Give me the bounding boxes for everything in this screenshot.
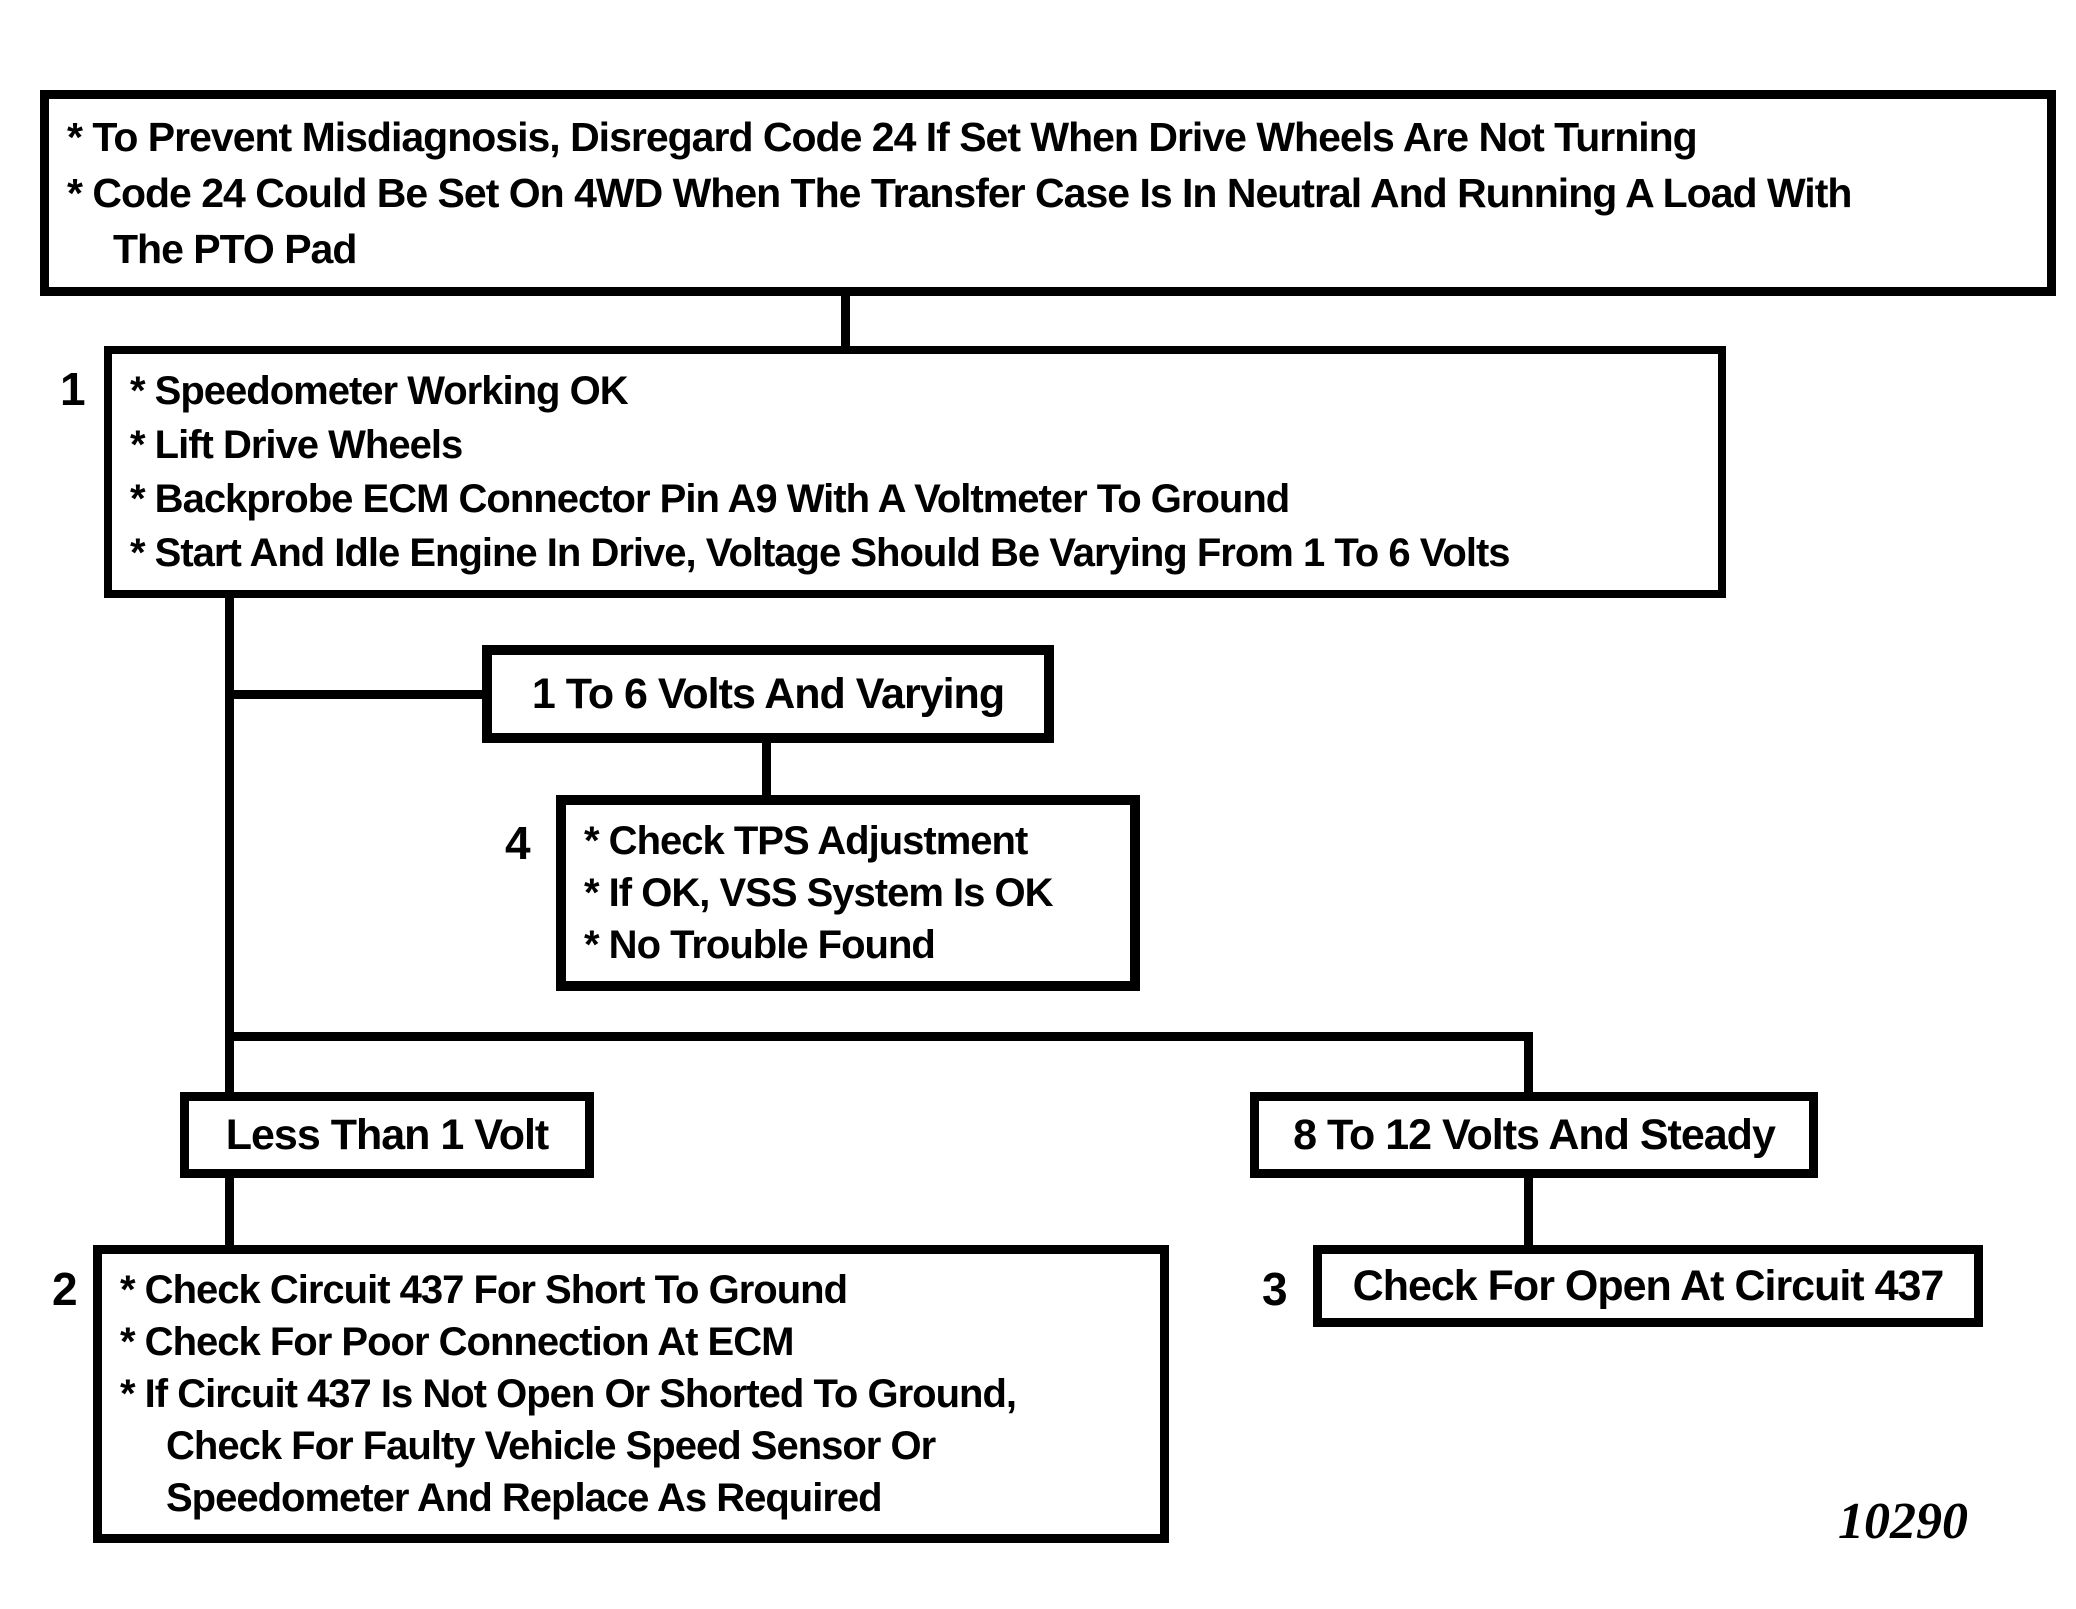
step4-line: * If OK, VSS System Is OK [584,871,1054,915]
branch-1to6-label: 1 To 6 Volts And Varying [531,669,1005,718]
step2-line: * If Circuit 437 Is Not Open Or Shorted … [120,1372,1017,1416]
connector-branch-horizontal [225,1032,1533,1041]
step3-box: Check For Open At Circuit 437 [1313,1245,1983,1327]
step1-line: * Backprobe ECM Connector Pin A9 With A … [130,477,1290,521]
branch-less1-box: Less Than 1 Volt [180,1092,594,1178]
step2-box: * Check Circuit 437 For Short To Ground … [93,1245,1169,1543]
note-line: The PTO Pad [113,226,357,272]
note-box: * To Prevent Misdiagnosis, Disregard Cod… [40,90,2056,296]
step4-line: * Check TPS Adjustment [584,819,1028,863]
step2-line: * Check For Poor Connection At ECM [120,1320,794,1364]
connector-1to6-to-step4 [762,733,771,811]
connector-branch-1to6 [225,690,497,699]
step2-line: Speedometer And Replace As Required [166,1476,883,1520]
connector-trunk-vertical [225,555,234,1110]
note-line: * Code 24 Could Be Set On 4WD When The T… [67,170,1852,216]
branch-8to12-box: 8 To 12 Volts And Steady [1250,1092,1818,1178]
step4-number: 4 [505,817,531,869]
note-line: * To Prevent Misdiagnosis, Disregard Cod… [67,114,1698,160]
step2-line: * Check Circuit 437 For Short To Ground [120,1268,848,1312]
step1-box: * Speedometer Working OK * Lift Drive Wh… [104,346,1726,598]
branch-1to6-box: 1 To 6 Volts And Varying [482,645,1054,743]
step1-number: 1 [60,363,86,415]
branch-8to12-label: 8 To 12 Volts And Steady [1293,1110,1776,1159]
figure-number: 10290 [1838,1493,1968,1550]
connector-note-to-step1 [841,245,850,365]
connector-drop-8to12 [1524,1032,1533,1108]
step4-line: * No Trouble Found [584,923,936,967]
step2-number: 2 [52,1263,78,1315]
step1-line: * Lift Drive Wheels [130,423,463,467]
connector-8to12-to-step3 [1524,1165,1533,1261]
step4-box: * Check TPS Adjustment * If OK, VSS Syst… [556,795,1140,991]
step1-line: * Start And Idle Engine In Drive, Voltag… [130,531,1511,575]
step3-label: Check For Open At Circuit 437 [1352,1261,1945,1310]
step2-line: Check For Faulty Vehicle Speed Sensor Or [166,1424,936,1468]
connector-less1-to-step2 [225,1165,234,1261]
step3-number: 3 [1262,1263,1288,1315]
step1-line: * Speedometer Working OK [130,369,629,413]
branch-less1-label: Less Than 1 Volt [225,1110,549,1159]
